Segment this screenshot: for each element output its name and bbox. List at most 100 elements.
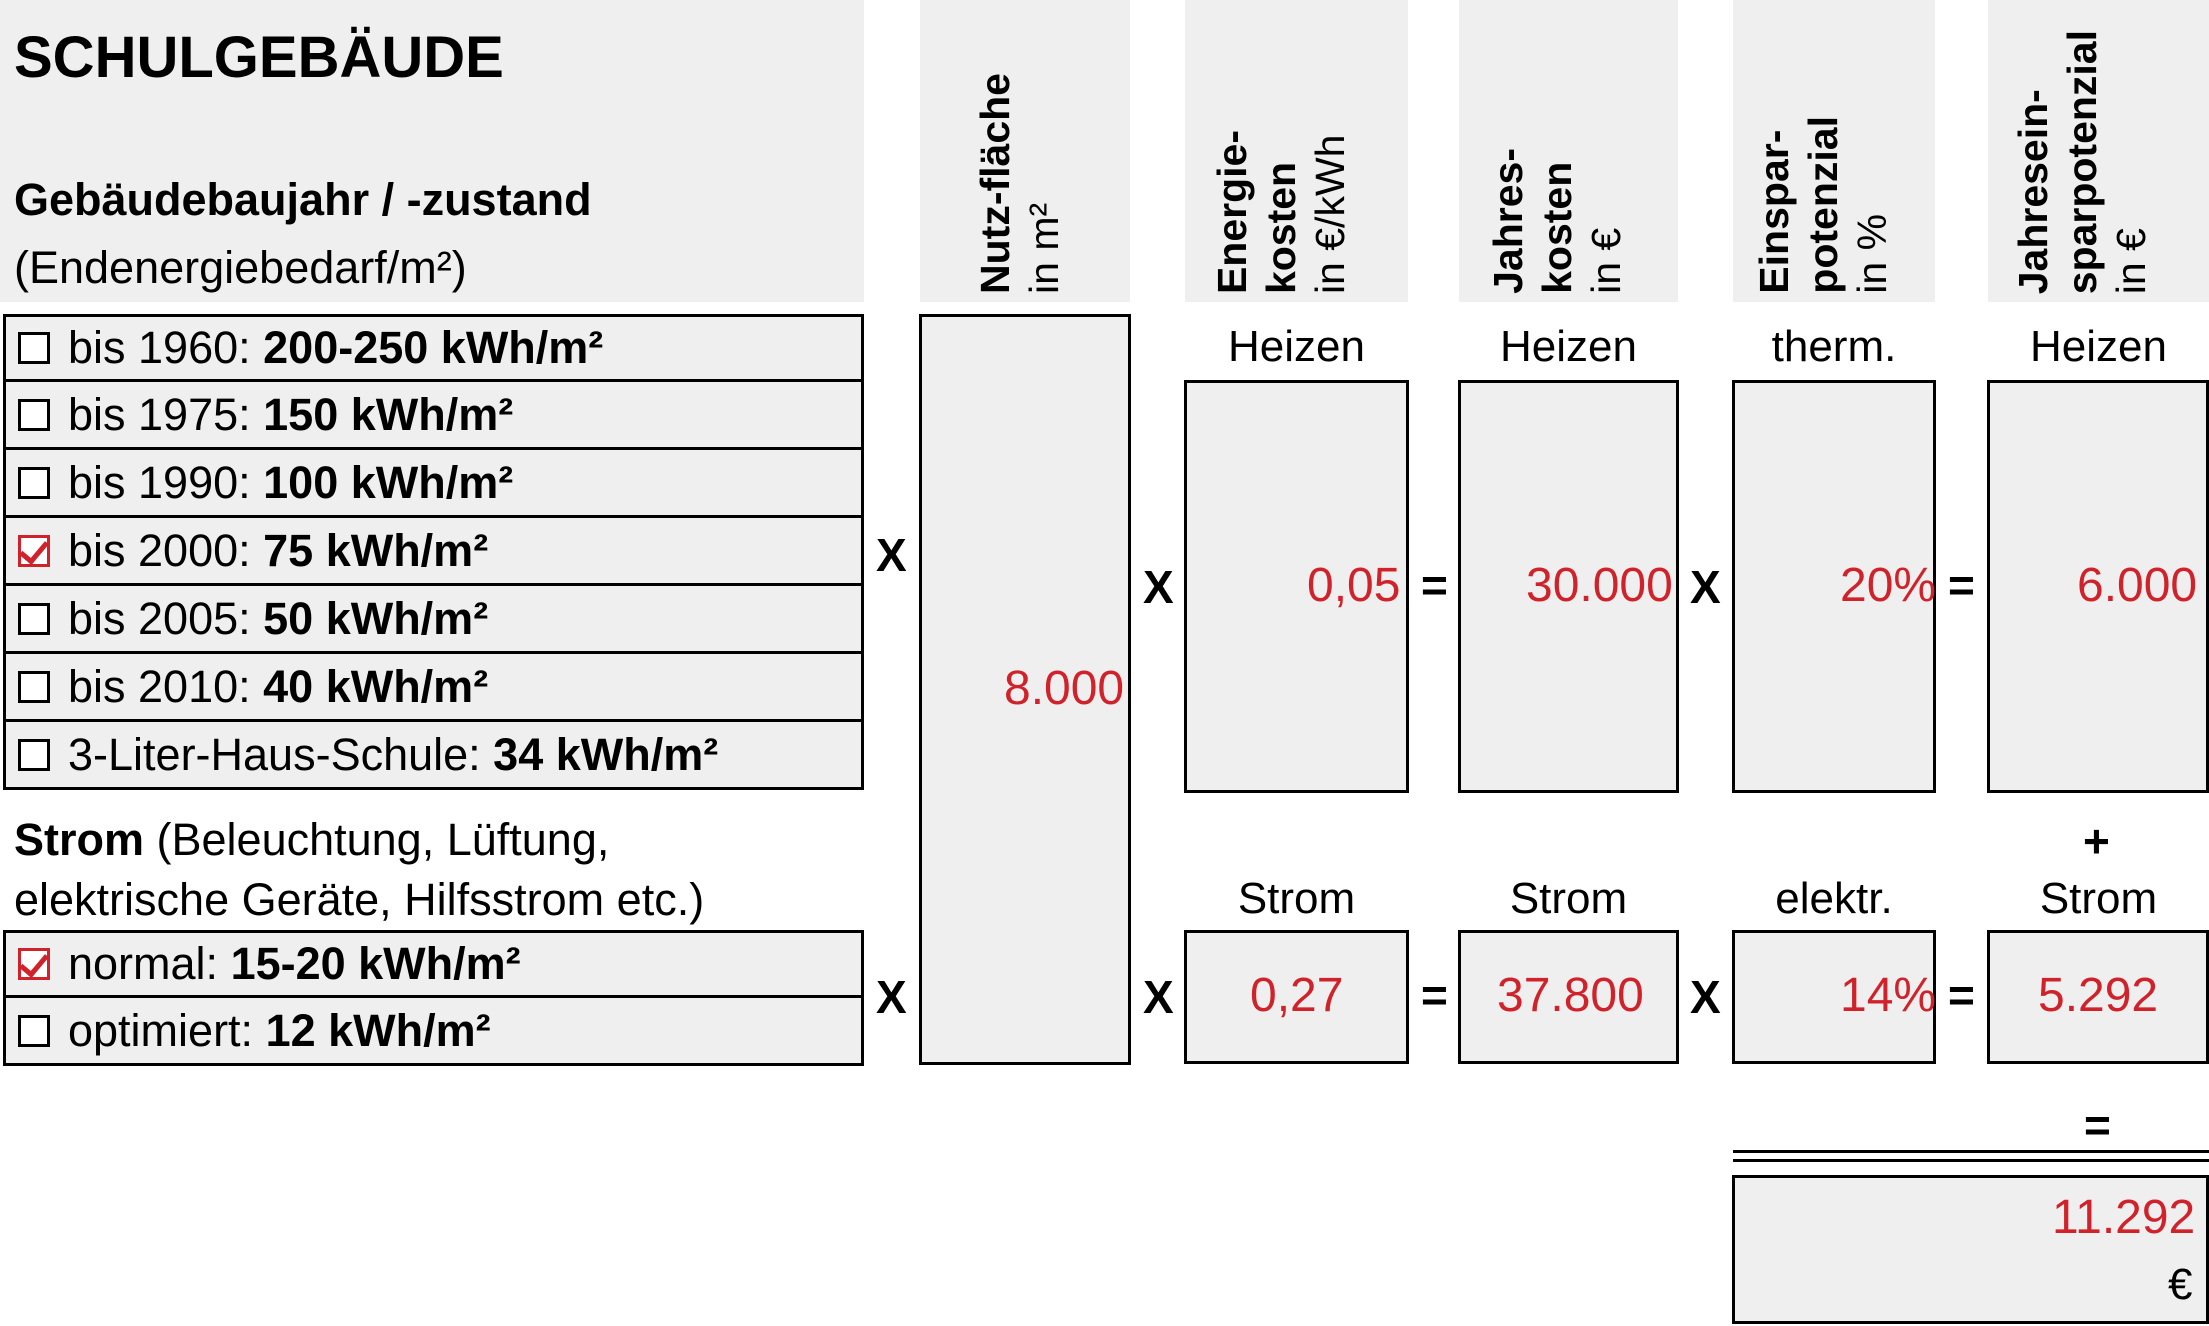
- building-option-value: 75 kWh/m²: [263, 524, 489, 576]
- strom-option-label: normal:: [68, 938, 231, 989]
- col-jahreskosten-unit: in €: [1583, 227, 1630, 294]
- heat-saving-pct-box[interactable]: [1732, 380, 1936, 793]
- checkbox-checked-icon[interactable]: [18, 948, 50, 980]
- building-option-row[interactable]: 3-Liter-Haus-Schule: 34 kWh/m²: [3, 722, 864, 790]
- checkbox-icon[interactable]: [18, 1014, 50, 1047]
- total-saving-box[interactable]: [1732, 1175, 2209, 1324]
- building-option-row[interactable]: bis 2000: 75 kWh/m²: [3, 518, 864, 586]
- op-equals-1: =: [1421, 559, 1448, 611]
- col-header-energiekosten: Energie- kosten in €/kWh: [1185, 0, 1408, 302]
- heat-energy-cost-value: 0,05: [1307, 559, 1401, 612]
- checkbox-icon[interactable]: [18, 602, 50, 635]
- heat-energy-cost-box[interactable]: [1184, 380, 1409, 793]
- col-energiekosten-unit: in €/kWh: [1307, 134, 1354, 295]
- col-nutzflaeche-unit: in m²: [1021, 202, 1068, 294]
- heat-annual-cost-box[interactable]: [1458, 380, 1679, 793]
- building-option-label: bis 1990:: [68, 456, 264, 508]
- building-option-row[interactable]: bis 2005: 50 kWh/m²: [3, 586, 864, 654]
- building-option-value: 100 kWh/m²: [263, 456, 514, 508]
- op-times-5: X: [1143, 971, 1174, 1023]
- op-times-1: X: [876, 529, 907, 581]
- building-option-value: 34 kWh/m²: [493, 728, 719, 780]
- total-saving-value: 11.292: [2052, 1191, 2196, 1244]
- col-jahreskosten-title2: kosten: [1534, 161, 1581, 294]
- heat-saving-pct-value: 20%: [1840, 559, 1937, 612]
- heat-annual-cost-value: 30.000: [1526, 559, 1673, 612]
- col-jahresein-title1: Jahresein-: [2010, 88, 2056, 294]
- strom-heading-line1: (Beleuchtung, Lüftung,: [144, 814, 610, 865]
- col-energiekosten-title1: Energie-: [1209, 129, 1255, 294]
- op-plus: +: [2083, 815, 2110, 867]
- power-label-jahreskosten: Strom: [1509, 874, 1628, 923]
- building-option-label: bis 1975:: [68, 388, 264, 440]
- strom-heading-line2: elektrische Geräte, Hilfsstrom etc.): [14, 874, 705, 925]
- building-option-label: bis 1960:: [68, 322, 264, 373]
- checkbox-icon[interactable]: [18, 466, 50, 499]
- power-saving-pct-box[interactable]: [1732, 930, 1936, 1064]
- col-header-einsparpotenzial: Einspar- potenzial in %: [1733, 0, 1935, 302]
- col-jahreskosten-title1: Jahres-: [1485, 148, 1531, 294]
- heat-label-jahreskosten: Heizen: [1500, 322, 1637, 371]
- section-subheading: (Endenergiebedarf/m²): [14, 242, 467, 293]
- section-heading: Gebäudebaujahr / -zustand: [14, 174, 592, 225]
- op-times-3: X: [1690, 561, 1721, 613]
- power-energy-cost-box[interactable]: [1184, 930, 1409, 1064]
- op-times-6: X: [1690, 971, 1721, 1023]
- strom-option-row[interactable]: normal: 15-20 kWh/m²: [3, 930, 864, 998]
- building-option-row[interactable]: bis 1975: 150 kWh/m²: [3, 382, 864, 450]
- total-currency: €: [2168, 1260, 2193, 1309]
- col-einspar-title1: Einspar-: [1751, 129, 1797, 294]
- op-times-2: X: [1143, 561, 1174, 613]
- power-label-energiekosten: Strom: [1237, 874, 1356, 923]
- building-option-value: 50 kWh/m²: [263, 592, 489, 644]
- power-label-einspar: elektr.: [1775, 874, 1893, 923]
- heat-label-einspar: therm.: [1771, 322, 1897, 371]
- building-option-value: 150 kWh/m²: [263, 388, 514, 440]
- checkbox-icon[interactable]: [18, 738, 50, 771]
- nutzflaeche-value: 8.000: [1004, 662, 1125, 715]
- checkbox-icon[interactable]: [18, 670, 50, 703]
- op-equals-total: =: [2084, 1099, 2111, 1151]
- heat-label-energiekosten: Heizen: [1228, 322, 1365, 371]
- heat-annual-saving-box[interactable]: [1987, 380, 2209, 793]
- heat-annual-saving-value: 6.000: [2077, 559, 2198, 612]
- col-energiekosten-title2: kosten: [1258, 161, 1305, 294]
- col-jahresein-title2: sparpotenzial: [2059, 29, 2106, 294]
- op-times-4: X: [876, 971, 907, 1023]
- building-option-row[interactable]: bis 1960: 200-250 kWh/m²: [3, 314, 864, 382]
- checkbox-checked-icon[interactable]: [18, 534, 50, 567]
- strom-heading-bold: Strom: [14, 814, 145, 865]
- checkbox-icon[interactable]: [18, 332, 50, 364]
- op-equals-3: =: [1421, 969, 1448, 1021]
- building-option-label: 3-Liter-Haus-Schule:: [68, 728, 494, 780]
- strom-option-label: optimiert:: [68, 1004, 266, 1056]
- nutzflaeche-box[interactable]: [919, 314, 1131, 1065]
- building-option-value: 40 kWh/m²: [263, 660, 489, 712]
- total-double-line: [1733, 1150, 2209, 1162]
- building-option-row[interactable]: bis 2010: 40 kWh/m²: [3, 654, 864, 722]
- building-option-label: bis 2005:: [68, 592, 264, 644]
- col-einspar-unit: in %: [1849, 214, 1896, 294]
- building-option-label: bis 2010:: [68, 660, 264, 712]
- strom-option-row[interactable]: optimiert: 12 kWh/m²: [3, 998, 864, 1066]
- building-option-value: 200-250 kWh/m²: [263, 322, 604, 373]
- power-label-jahresein: Strom: [2039, 874, 2158, 923]
- power-energy-cost-value: 0,27: [1250, 969, 1344, 1022]
- strom-heading: Strom (Beleuchtung, Lüftung,: [14, 814, 609, 866]
- strom-option-value: 12 kWh/m²: [265, 1004, 491, 1056]
- heat-label-jahresein: Heizen: [2030, 322, 2167, 371]
- power-annual-cost-value: 37.800: [1497, 969, 1644, 1022]
- power-annual-cost-box[interactable]: [1458, 930, 1679, 1064]
- header-panel: [0, 0, 864, 302]
- checkbox-icon[interactable]: [18, 398, 50, 431]
- building-option-row[interactable]: bis 1990: 100 kWh/m²: [3, 450, 864, 518]
- power-annual-saving-box[interactable]: [1987, 930, 2209, 1064]
- col-header-jahreskosten: Jahres- kosten in €: [1459, 0, 1678, 302]
- page-title: SCHULGEBÄUDE: [14, 25, 504, 90]
- col-header-nutzflaeche: Nutz-fläche in m²: [920, 0, 1130, 302]
- building-option-label: bis 2000:: [68, 524, 264, 576]
- col-nutzflaeche-title: Nutz-fläche: [972, 73, 1018, 294]
- col-einspar-title2: potenzial: [1800, 116, 1847, 294]
- op-equals-2: =: [1948, 559, 1975, 611]
- strom-option-value: 15-20 kWh/m²: [230, 938, 521, 989]
